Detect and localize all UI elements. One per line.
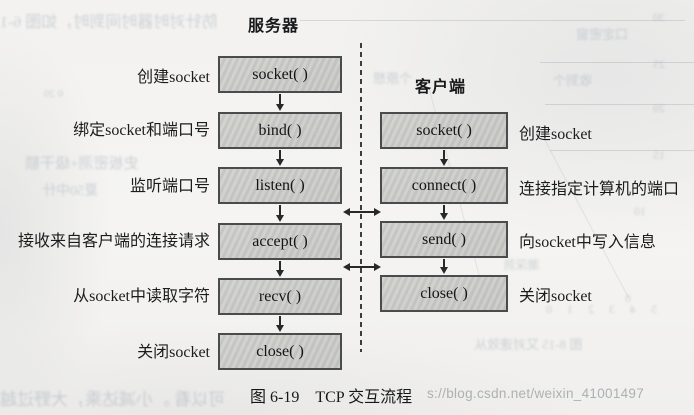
client-label-connect: 连接指定计算机的端口: [519, 181, 680, 198]
bleed-text: 个原想: [373, 71, 413, 86]
client-flow-arrow: [439, 259, 449, 274]
server-box-recv: recv( ): [218, 278, 342, 315]
bleed-text: 10: [634, 204, 646, 218]
server-label-bind: 绑定socket和端口号: [73, 122, 210, 139]
client-title: 客户端: [415, 79, 467, 96]
bleed-line: [539, 130, 630, 299]
server-label-listen: 监听端口号: [129, 178, 210, 195]
client-box-connect: connect( ): [380, 167, 508, 204]
server-label-recv: 从socket中读取字符: [73, 288, 210, 305]
server-label-accept: 接收来自客户端的连接请求: [17, 233, 210, 250]
bleed-text: 夏50中什: [42, 184, 98, 199]
exchange-arrow-data: [343, 262, 381, 272]
bleed-line: [540, 62, 694, 63]
client-server-divider-dashed-line: [360, 43, 362, 352]
client-box-send: send( ): [380, 221, 508, 258]
server-flow-arrow: [275, 316, 285, 332]
bleed-text: 收到个: [553, 73, 593, 88]
bleed-text: 史板密测+级干额: [25, 156, 139, 172]
server-flow-arrow: [275, 261, 285, 277]
bleed-text: 0 20: [44, 88, 64, 100]
client-label-socket: 创建socket: [519, 126, 592, 143]
bleed-text: 口定密窗: [576, 27, 629, 42]
server-flow-arrow: [275, 205, 285, 222]
client-flow-arrow: [439, 150, 449, 166]
bleed-line: [545, 104, 694, 105]
bleed-text: 30: [653, 10, 665, 24]
server-flow-arrow: [275, 94, 285, 111]
client-label-close: 关闭socket: [519, 288, 592, 305]
bleed-text: 防针对时器时间到时，如图 6-1: [0, 14, 218, 31]
server-label-close: 关闭socket: [137, 344, 210, 361]
client-flow-arrow: [439, 205, 449, 220]
client-box-socket: socket( ): [380, 112, 508, 149]
watermark: s://blog.csdn.net/weixin_41001497: [427, 386, 645, 401]
bleed-text: 可以看 。小减达乘，大野过越: [0, 390, 226, 409]
bleed-text: 25: [653, 57, 665, 71]
client-box-close: close( ): [380, 275, 508, 312]
exchange-arrow-connect: [343, 207, 381, 217]
server-box-bind: bind( ): [218, 112, 342, 149]
figure-caption: 图 6-19 TCP 交互流程: [250, 389, 413, 406]
server-box-listen: listen( ): [218, 167, 342, 204]
bleed-line: [300, 20, 685, 21]
bleed-text: 潮深测: [504, 258, 541, 272]
server-flow-arrow: [275, 150, 285, 166]
server-label-socket: 创建socket: [137, 69, 210, 86]
bleed-line: [550, 150, 694, 151]
client-label-send: 向socket中写入信息: [519, 234, 656, 251]
server-box-accept: accept( ): [218, 223, 342, 260]
server-title: 服务器: [248, 18, 300, 35]
server-box-socket: socket( ): [218, 56, 342, 93]
bleed-text: 图 8-15 又对速效从: [474, 337, 583, 352]
server-box-close: close( ): [218, 333, 342, 370]
